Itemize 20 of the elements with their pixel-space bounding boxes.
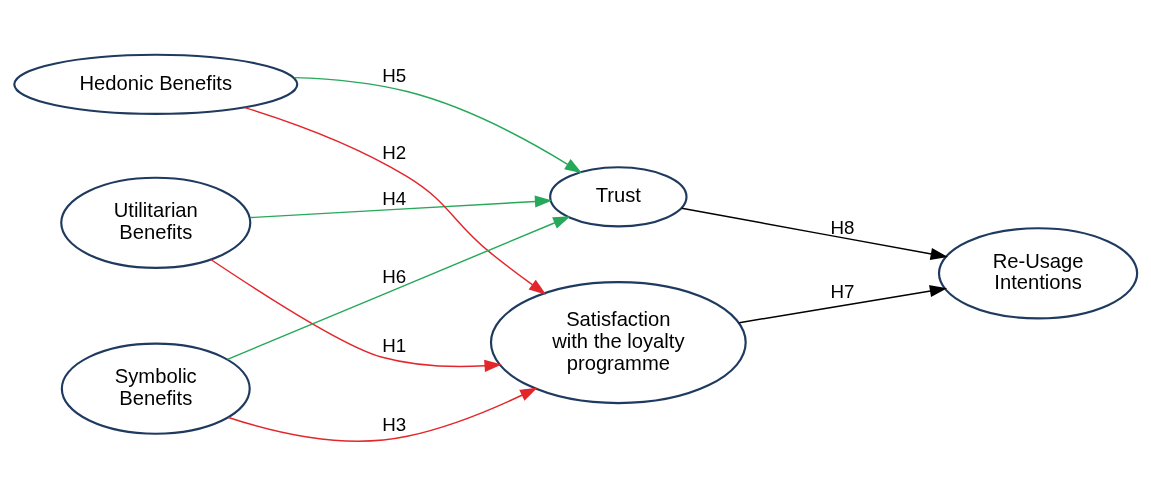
edge-label: H8 <box>830 216 855 238</box>
arrow <box>681 207 948 260</box>
arrow <box>227 387 538 442</box>
edge-label: H2 <box>382 141 407 162</box>
node-ellipse: Utilitarian Benefits <box>60 176 252 269</box>
arrow <box>293 76 583 173</box>
edge-label: H3 <box>382 413 407 435</box>
node-ellipse: Symbolic Benefits <box>60 342 251 435</box>
node-ellipse: Re-Usage Intentions <box>937 226 1139 319</box>
arrow <box>249 194 553 218</box>
arrow <box>210 258 502 372</box>
edge-label: H5 <box>382 64 407 86</box>
edge-label: H7 <box>830 280 855 302</box>
arrow <box>244 106 547 295</box>
edge-label: H6 <box>382 265 407 287</box>
edge-label: H4 <box>382 187 407 209</box>
node-ellipse: Hedonic Benefits <box>13 53 299 115</box>
edge-label: H1 <box>382 334 407 356</box>
arrow <box>738 284 948 323</box>
arrow <box>226 215 571 360</box>
